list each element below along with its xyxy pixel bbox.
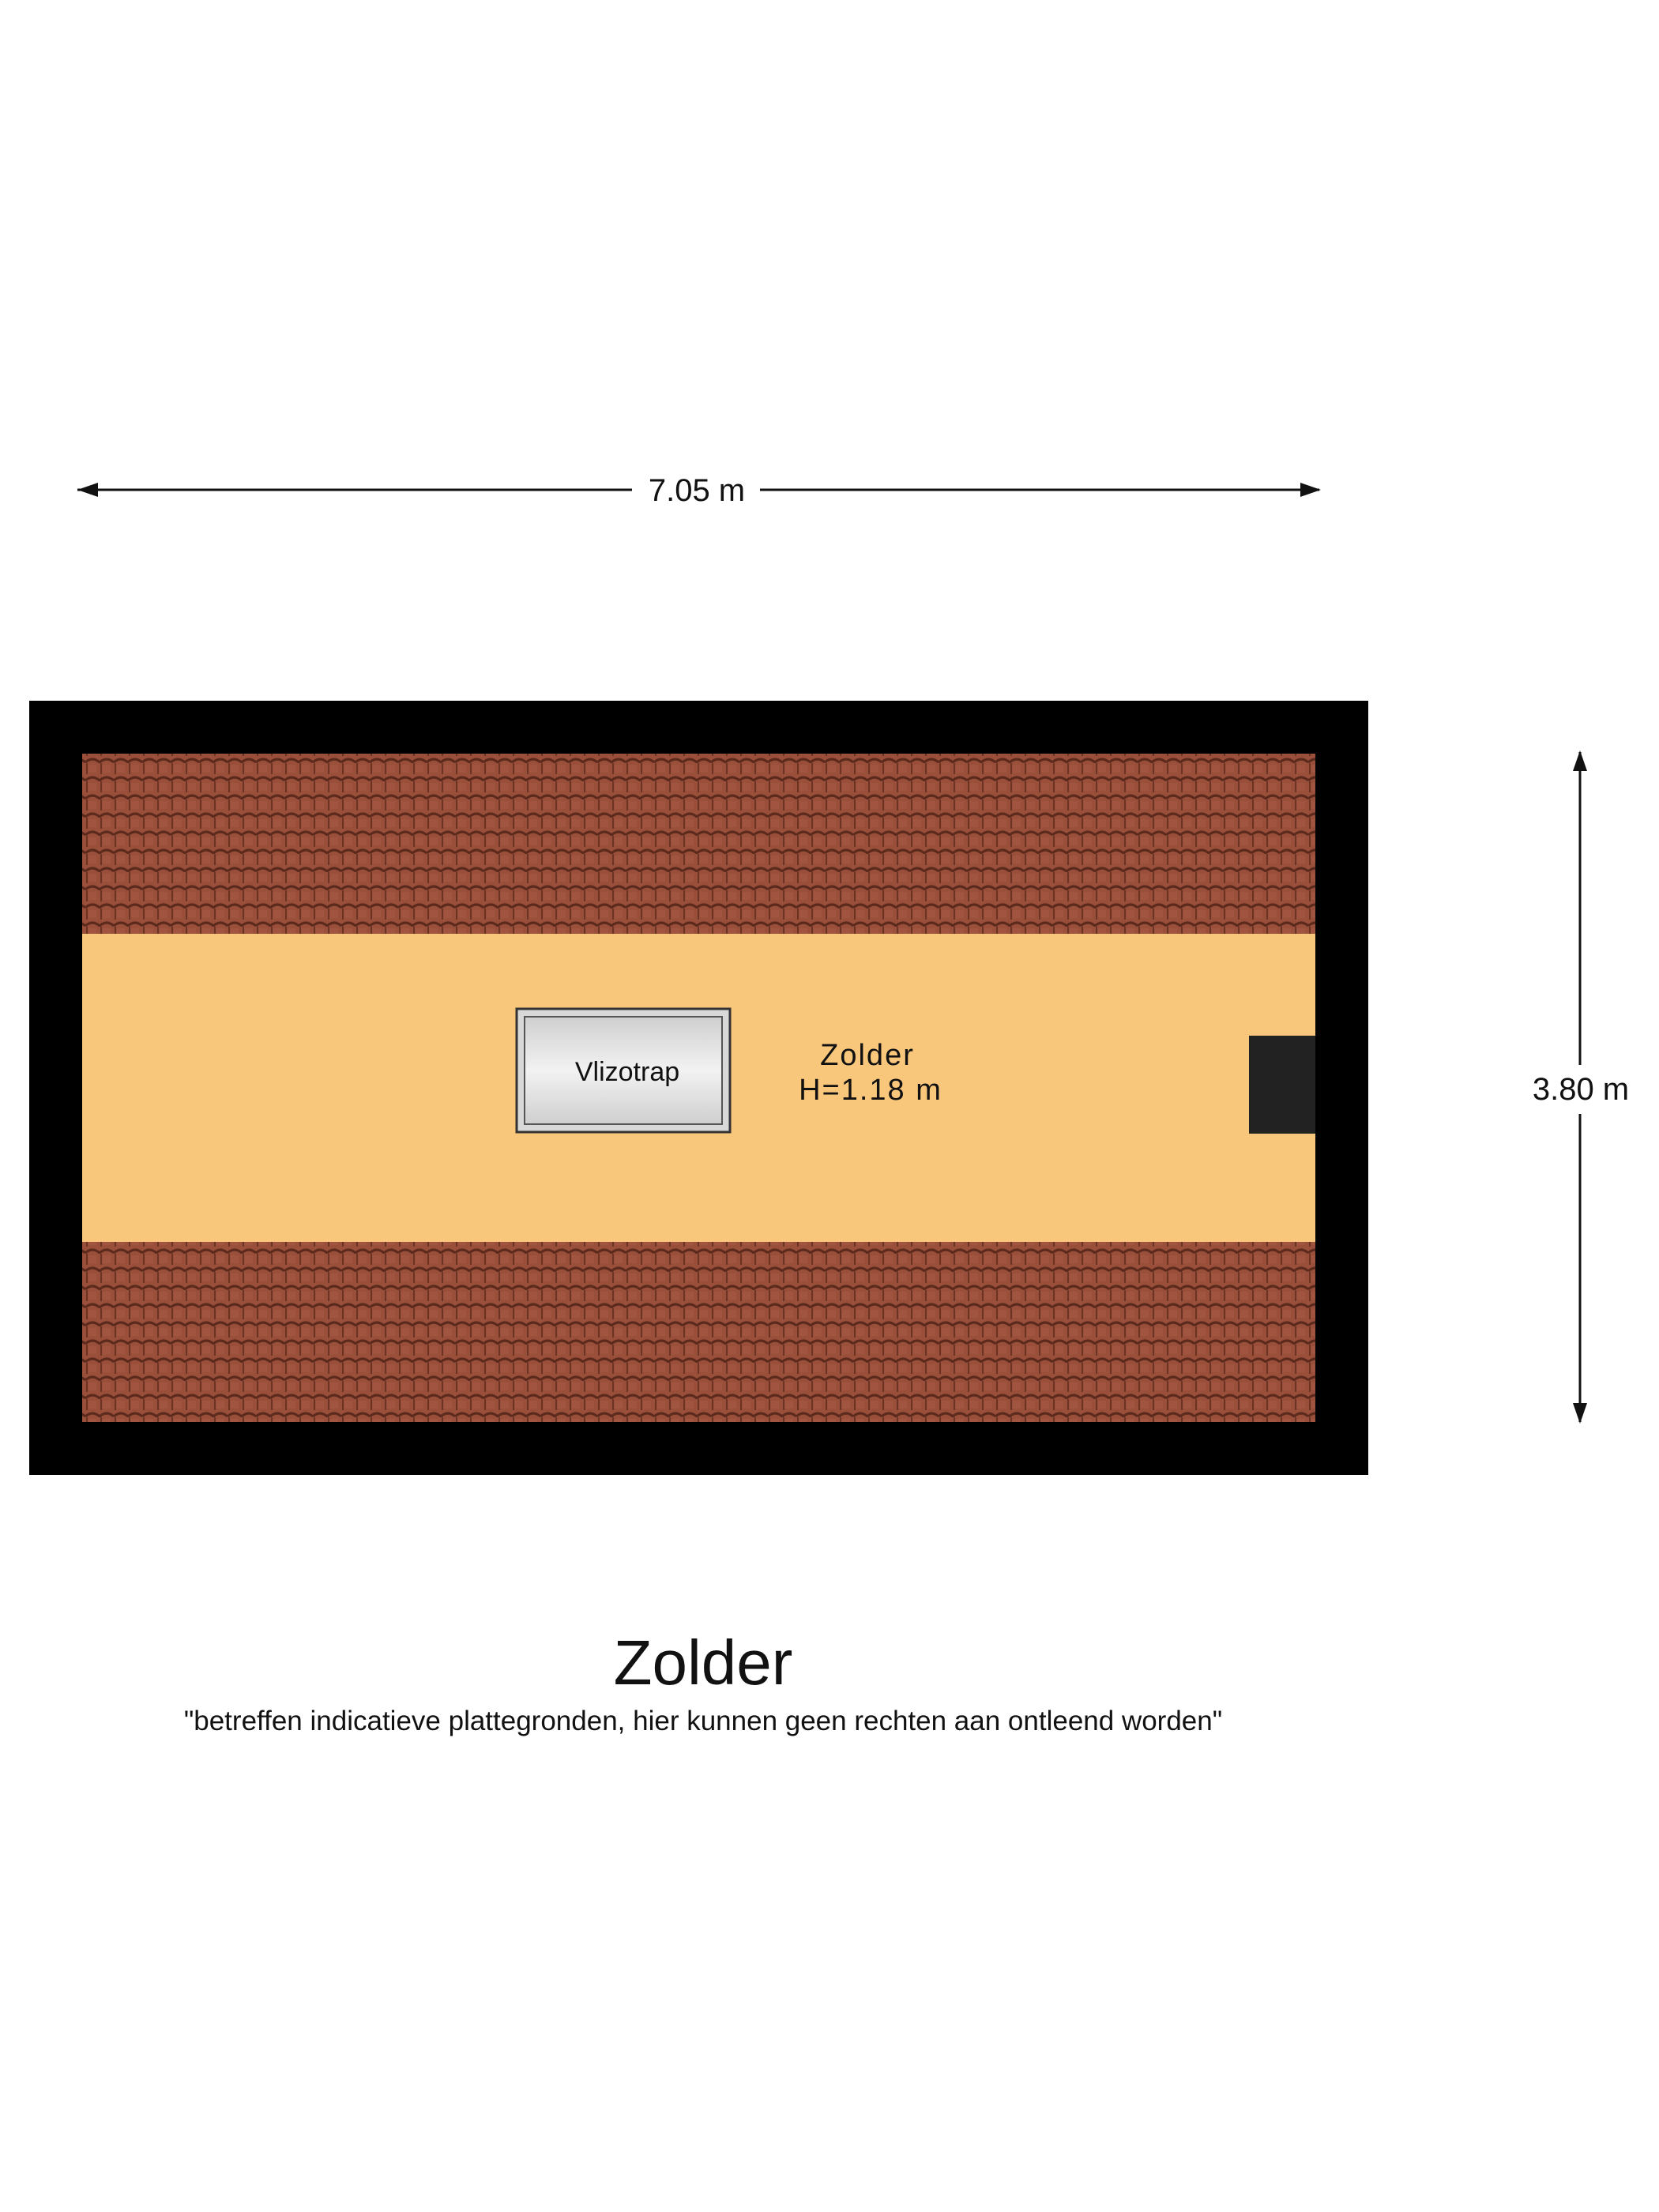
roof-slope-bottom (82, 1242, 1315, 1422)
height-dimension-label: 3.80 m (1533, 1072, 1629, 1107)
disclaimer-text: "betreffen indicatieve plattegronden, hi… (183, 1706, 1223, 1736)
loft-hatch-label: Vlizotrap (575, 1057, 679, 1087)
height-dimension: 3.80 m (1533, 750, 1629, 1424)
width-dimension: 7.05 m (77, 473, 1321, 508)
width-arrowhead-right (1300, 483, 1321, 497)
room-name-label: Zolder (820, 1039, 915, 1072)
floor-title: Zolder (613, 1627, 793, 1698)
room-height-label: H=1.18 m (799, 1074, 942, 1107)
height-arrowhead-bottom (1573, 1403, 1587, 1424)
width-arrowhead-left (77, 483, 98, 497)
height-arrowhead-top (1573, 750, 1587, 771)
loft-hatch-panel (524, 1016, 723, 1125)
chimney-block (1249, 1036, 1315, 1134)
width-dimension-label: 7.05 m (649, 473, 745, 508)
loft-hatch: Vlizotrap (515, 1007, 732, 1134)
roof-slope-top (82, 754, 1315, 934)
